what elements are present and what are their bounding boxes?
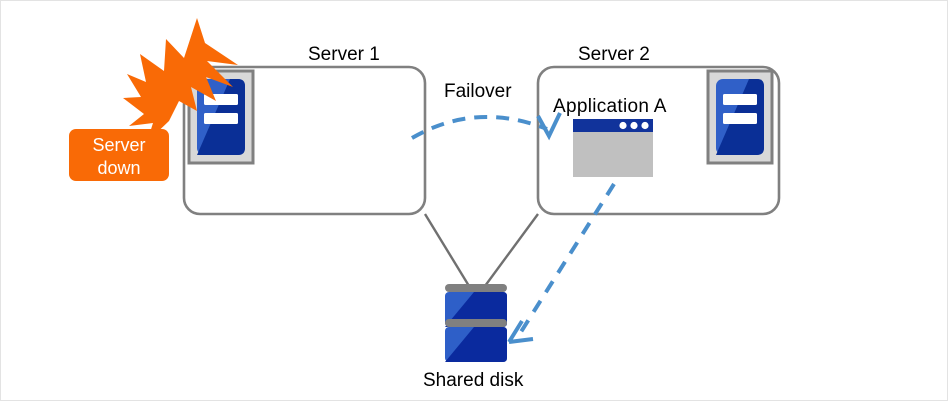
server-down-line1: Server [92, 135, 146, 155]
dashed-straight-arrow-icon [507, 182, 616, 344]
application-label: Application A [553, 96, 667, 117]
server2-label: Server 2 [578, 44, 650, 65]
server-down-badge: Server down [69, 129, 169, 181]
failover-label: Failover [444, 81, 512, 102]
server-icon [706, 69, 774, 165]
shared-disk-label: Shared disk [423, 370, 524, 391]
server1-label: Server 1 [308, 44, 380, 65]
connector-server2-to-disk [484, 213, 539, 287]
dashed-curved-arrow-icon [410, 112, 562, 141]
connector-server1-to-disk [423, 213, 471, 287]
explosion-burst-icon [123, 18, 238, 142]
application-window-icon [573, 119, 653, 177]
shared-disk-icon [445, 284, 507, 362]
server-down-line2: down [97, 158, 141, 178]
